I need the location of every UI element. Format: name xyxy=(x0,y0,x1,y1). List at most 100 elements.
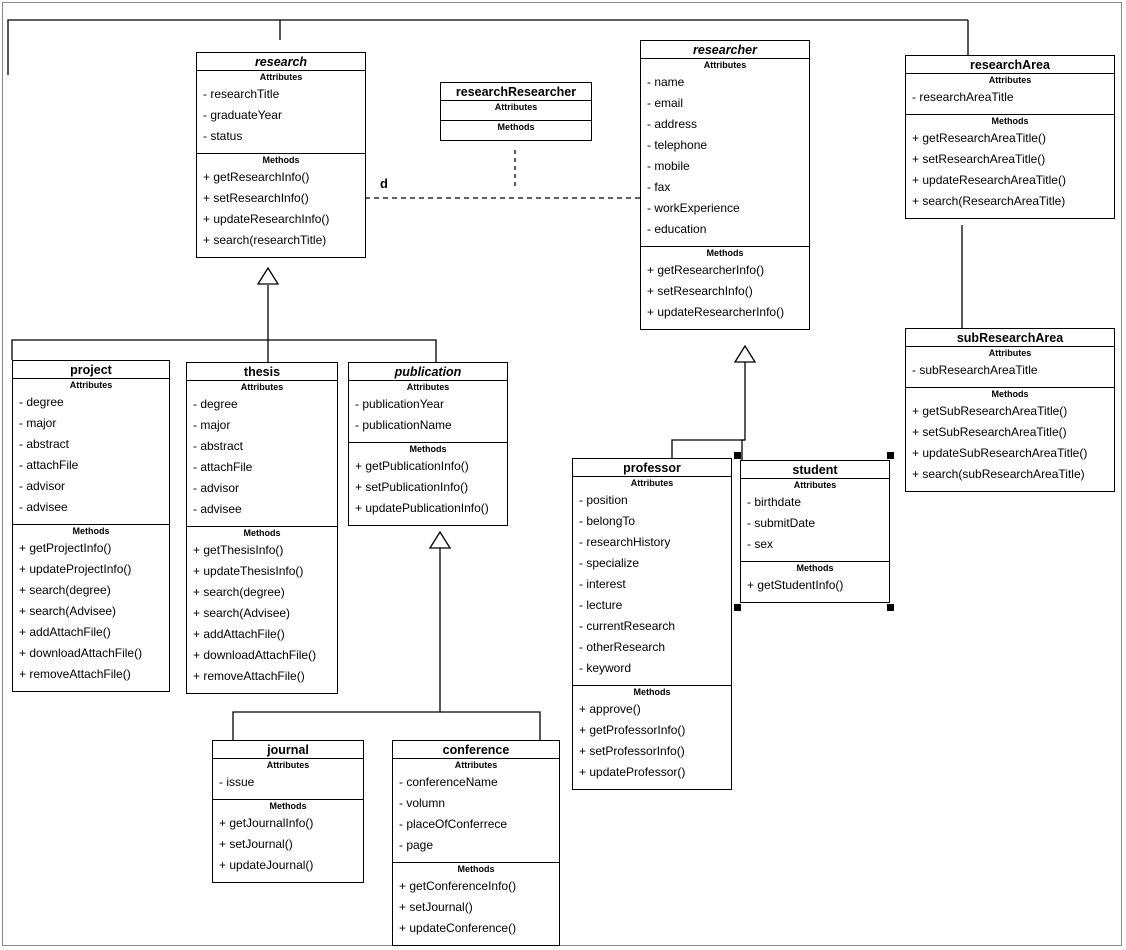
attribute: - placeOfConferrece xyxy=(399,817,508,831)
attribute-list: - subResearchAreaTitle xyxy=(906,360,1114,387)
selection-handle xyxy=(887,452,894,459)
method: + updateResearchInfo() xyxy=(203,212,330,226)
class-name: professor xyxy=(573,459,731,477)
class-publication[interactable]: publication Attributes - publicationYear… xyxy=(348,362,508,526)
class-name: research xyxy=(197,53,365,71)
class-journal[interactable]: journal Attributes - issue Methods + get… xyxy=(212,740,364,883)
class-researchresearcher[interactable]: researchResearcher Attributes Methods xyxy=(440,82,592,141)
class-subresearcharea[interactable]: subResearchArea Attributes - subResearch… xyxy=(905,328,1115,492)
class-name: researchArea xyxy=(906,56,1114,74)
attribute: - major xyxy=(193,418,231,432)
attribute: - abstract xyxy=(193,439,244,453)
method: + getConferenceInfo() xyxy=(399,879,517,893)
class-name: publication xyxy=(349,363,507,381)
attribute: - attachFile xyxy=(19,458,79,472)
method: + approve() xyxy=(579,702,641,716)
method: + downloadAttachFile() xyxy=(19,646,143,660)
attributes-label: Attributes xyxy=(988,75,1032,85)
attribute: - lecture xyxy=(579,598,623,612)
attribute: - interest xyxy=(579,577,626,591)
methods-label: Methods xyxy=(796,563,834,573)
class-student[interactable]: student Attributes - birthdate - submitD… xyxy=(740,460,890,603)
selection-handle xyxy=(887,604,894,611)
class-name: conference xyxy=(393,741,559,759)
class-name: researchResearcher xyxy=(441,83,591,101)
attribute: - name xyxy=(647,75,685,89)
method: + removeAttachFile() xyxy=(19,667,131,681)
attribute: - mobile xyxy=(647,159,690,173)
method-list: + getProjectInfo() + updateProjectInfo()… xyxy=(13,538,169,691)
method: + getProjectInfo() xyxy=(19,541,112,555)
attribute: - keyword xyxy=(579,661,632,675)
class-conference[interactable]: conference Attributes - conferenceName -… xyxy=(392,740,560,946)
method: + addAttachFile() xyxy=(193,627,285,641)
attribute: - publicationYear xyxy=(355,397,444,411)
selection-handle xyxy=(734,452,741,459)
attributes-label: Attributes xyxy=(630,478,674,488)
attribute: - major xyxy=(19,416,57,430)
attribute: - publicationName xyxy=(355,418,452,432)
attribute-list: - researchAreaTitle xyxy=(906,87,1114,114)
attribute: - birthdate xyxy=(747,495,802,509)
attribute-list: - degree - major - abstract - attachFile… xyxy=(187,394,337,526)
attribute: - workExperience xyxy=(647,201,740,215)
attribute: - abstract xyxy=(19,437,70,451)
method: + setProfessorInfo() xyxy=(579,744,685,758)
attribute-list: - publicationYear - publicationName xyxy=(349,394,507,442)
attributes-label: Attributes xyxy=(69,380,113,390)
attributes-label: Attributes xyxy=(988,348,1032,358)
method: + search(degree) xyxy=(193,585,285,599)
method: + getResearchInfo() xyxy=(203,170,310,184)
methods-label: Methods xyxy=(706,248,744,258)
method: + updateJournal() xyxy=(219,858,314,872)
attribute: - fax xyxy=(647,180,671,194)
attributes-label: Attributes xyxy=(793,480,837,490)
class-thesis[interactable]: thesis Attributes - degree - major - abs… xyxy=(186,362,338,694)
method: + getJournalInfo() xyxy=(219,816,314,830)
attribute: - advisor xyxy=(193,481,240,495)
method: + removeAttachFile() xyxy=(193,669,305,683)
class-name: researcher xyxy=(641,41,809,59)
attribute: - education xyxy=(647,222,707,236)
attribute: - address xyxy=(647,117,698,131)
method-list: + getResearchInfo() + setResearchInfo() … xyxy=(197,167,365,257)
method: + updateProfessor() xyxy=(579,765,686,779)
attribute: - subResearchAreaTitle xyxy=(912,363,1038,377)
method-list: + getPublicationInfo() + setPublicationI… xyxy=(349,456,507,525)
method: + setSubResearchAreaTitle() xyxy=(912,425,1067,439)
attributes-label: Attributes xyxy=(240,382,284,392)
method: + getResearcherInfo() xyxy=(647,263,765,277)
attribute-list: - conferenceName - volumn - placeOfConfe… xyxy=(393,772,559,862)
method-list: + getStudentInfo() xyxy=(741,575,889,602)
class-name: journal xyxy=(213,741,363,759)
method: + updatePublicationInfo() xyxy=(355,501,489,515)
attribute: - sex xyxy=(747,537,774,551)
method: + updateProjectInfo() xyxy=(19,562,132,576)
method-list: + getConferenceInfo() + setJournal() + u… xyxy=(393,876,559,945)
attribute: - graduateYear xyxy=(203,108,282,122)
methods-label: Methods xyxy=(243,528,281,538)
selection-handle xyxy=(734,604,741,611)
method: + search(ResearchAreaTitle) xyxy=(912,194,1066,208)
method: + search(researchTitle) xyxy=(203,233,327,247)
class-project[interactable]: project Attributes - degree - major - ab… xyxy=(12,360,170,692)
method-list: + getResearcherInfo() + setResearchInfo(… xyxy=(641,260,809,329)
class-professor[interactable]: professor Attributes - position - belong… xyxy=(572,458,732,790)
attributes-label: Attributes xyxy=(406,382,450,392)
method: + setResearchInfo() xyxy=(647,284,753,298)
class-researcharea[interactable]: researchArea Attributes - researchAreaTi… xyxy=(905,55,1115,219)
method: + search(degree) xyxy=(19,583,111,597)
method: + setResearchAreaTitle() xyxy=(912,152,1046,166)
method: + setJournal() xyxy=(399,900,473,914)
method-list: + getThesisInfo() + updateThesisInfo() +… xyxy=(187,540,337,693)
method: + getPublicationInfo() xyxy=(355,459,469,473)
class-researcher[interactable]: researcher Attributes - name - email - a… xyxy=(640,40,810,330)
class-research[interactable]: research Attributes - researchTitle - gr… xyxy=(196,52,366,258)
method: + updateThesisInfo() xyxy=(193,564,304,578)
attribute: - otherResearch xyxy=(579,640,666,654)
method: + updateResearchAreaTitle() xyxy=(912,173,1066,187)
methods-label: Methods xyxy=(72,526,110,536)
method: + updateConference() xyxy=(399,921,517,935)
method: + getResearchAreaTitle() xyxy=(912,131,1046,145)
